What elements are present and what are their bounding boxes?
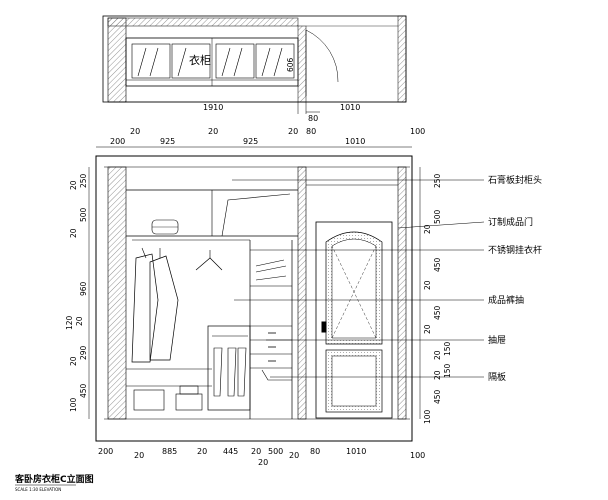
left-dim: 120 (65, 315, 74, 330)
right-dim: 500 (433, 209, 442, 224)
top-dim: 200 (110, 137, 125, 146)
plan-right-wall (297, 25, 307, 103)
door-handle-icon (321, 321, 327, 333)
left-wall (107, 166, 127, 420)
left-dim: 290 (79, 345, 88, 360)
bottom-dim: 885 (162, 447, 177, 456)
middle-wall (297, 166, 307, 420)
callout-label: 订制成品门 (488, 216, 533, 228)
plan-left-wall (107, 17, 127, 103)
coat-left (131, 253, 159, 363)
plan-view: 衣柜 606 1910 1010 80 (102, 15, 407, 123)
callout-label: 成品裤抽 (488, 294, 524, 306)
bottom-dim: 100 (410, 451, 425, 460)
pants-drawer (207, 325, 251, 411)
left-dim: 20 (75, 316, 84, 326)
top-dim: 20 (130, 127, 140, 136)
plan-door-swing (305, 29, 339, 83)
bottom-dim: 200 (98, 447, 113, 456)
plan-width-left: 1910 (203, 103, 223, 112)
top-dim: 925 (160, 137, 175, 146)
top-dim: 80 (306, 127, 316, 136)
top-dim: 20 (208, 127, 218, 136)
plan-depth-dim: 606 (286, 57, 295, 72)
right-dim: 100 (423, 409, 432, 424)
bottom-dim: 1010 (346, 447, 366, 456)
bottom-dim: 80 (310, 447, 320, 456)
hanger-icon (195, 257, 223, 271)
callout-label: 抽屉 (488, 334, 506, 346)
plan-top-wall (107, 17, 299, 27)
right-dim: 450 (433, 305, 442, 320)
drawing-subtitle: SCALE 1:30 ELEVATION (15, 487, 61, 492)
bottom-dim: 20 (289, 451, 299, 460)
right-wall (397, 166, 407, 420)
left-dim: 250 (79, 173, 88, 188)
elevation-view (95, 155, 413, 442)
left-dim: 960 (79, 281, 88, 296)
hanging-pants (213, 347, 247, 397)
right-dim: 20 (423, 224, 432, 234)
plan-wall-right: 80 (308, 114, 318, 123)
callout-label: 不锈钢挂衣杆 (488, 244, 542, 256)
top-dim: 1010 (345, 137, 365, 146)
right-dim: 150 (443, 363, 452, 378)
right-dim: 20 (423, 280, 432, 290)
storage-box-1 (133, 389, 165, 411)
bottom-dim: 20 (251, 447, 261, 456)
left-dimensions: 250 20 500 20 960 120 20 290 20 450 100 (65, 167, 90, 419)
right-dim: 450 (433, 389, 442, 404)
right-dimensions: 250 500 20 450 20 450 20 150 20 150 20 4… (419, 167, 452, 424)
top-dim: 20 (288, 127, 298, 136)
left-dim: 20 (69, 228, 78, 238)
bottom-dimensions: 200 20 885 20 445 20 500 20 20 80 1010 1… (96, 440, 425, 467)
right-dim: 20 (433, 370, 442, 380)
right-dim: 150 (443, 341, 452, 356)
coat-right (149, 255, 179, 361)
left-dim: 20 (69, 356, 78, 366)
bottom-dim: 20 (134, 451, 144, 460)
callout-label: 隔板 (488, 371, 506, 383)
left-dim: 20 (69, 180, 78, 190)
plan-wardrobe-label: 衣柜 (189, 53, 211, 67)
left-dim: 500 (79, 207, 88, 222)
plan-sliding-doors (131, 43, 295, 79)
bottom-dim: 500 (268, 447, 283, 456)
title-block: 客卧房衣柜C立面图 SCALE 1:30 ELEVATION (14, 473, 94, 492)
top-dim: 925 (243, 137, 258, 146)
bottom-dim: 20 (197, 447, 207, 456)
right-dim: 250 (433, 173, 442, 188)
right-dim: 20 (423, 324, 432, 334)
right-dim: 20 (433, 350, 442, 360)
callouts: 石膏板封柜头 订制成品门 不锈钢挂衣杆 成品裤抽 抽屉 隔板 (232, 174, 542, 383)
top-dimensions: 200 20 925 20 925 20 80 1010 100 (96, 127, 425, 148)
finished-door (315, 221, 393, 419)
storage-box-2 (175, 393, 203, 411)
callout-label: 石膏板封柜头 (488, 174, 542, 186)
left-dim: 450 (79, 383, 88, 398)
bottom-dim: 445 (223, 447, 238, 456)
plan-width-right: 1010 (340, 103, 360, 112)
left-dim: 100 (69, 397, 78, 412)
top-dim: 100 (410, 127, 425, 136)
right-dim: 450 (433, 257, 442, 272)
folded-shirts (255, 259, 287, 281)
drawing-title: 客卧房衣柜C立面图 (14, 473, 94, 485)
bottom-dim: 20 (258, 458, 268, 467)
